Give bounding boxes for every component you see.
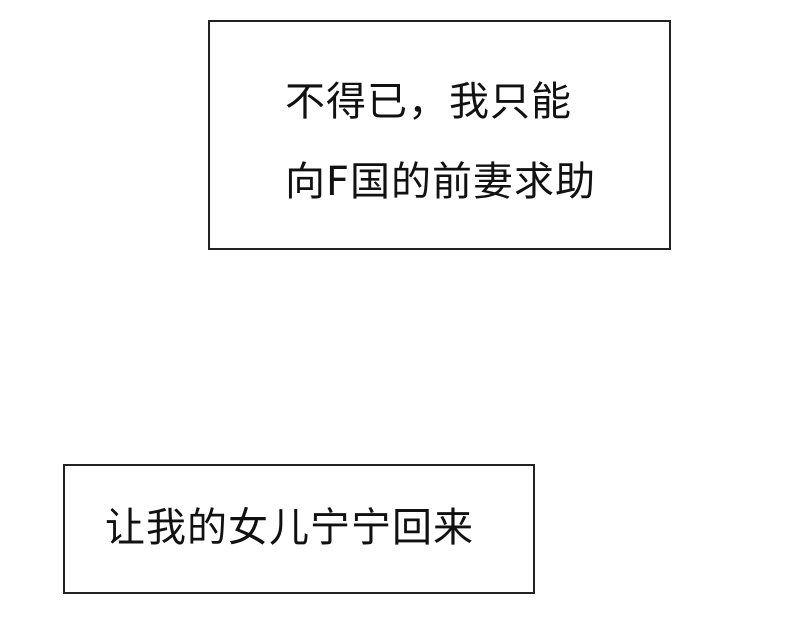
caption-text-line: 向F国的前妻求助 [285,159,597,205]
caption-box-bottom: 让我的女儿宁宁回来 [63,464,535,594]
caption-text-line: 让我的女儿宁宁回来 [105,505,474,551]
caption-box-top: 不得已，我只能 向F国的前妻求助 [208,20,671,250]
caption-text-line: 不得已，我只能 [285,79,572,125]
